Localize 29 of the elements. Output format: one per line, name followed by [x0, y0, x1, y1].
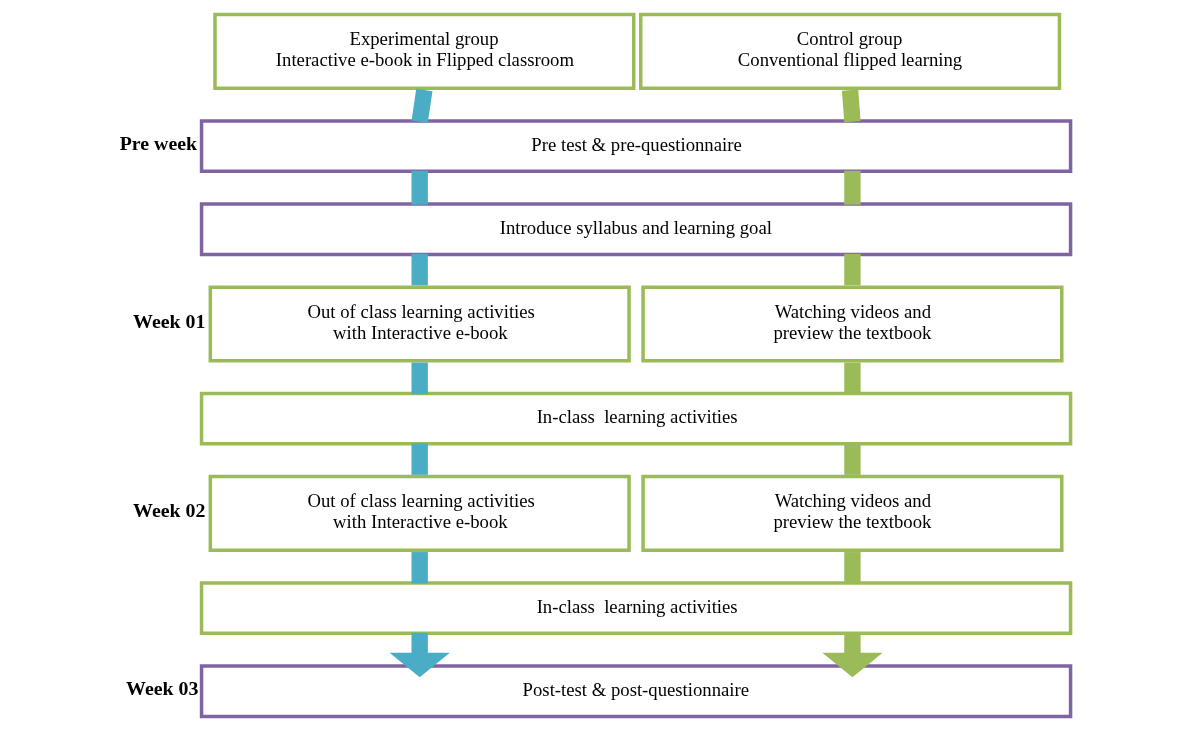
node-box: Out of class learning activities with Interactive e-book: [208, 474, 631, 553]
connector: [843, 552, 861, 584]
connector: [843, 253, 861, 286]
node-box: Watching videos and preview the textbook: [640, 285, 1064, 363]
label: Week 01: [132, 309, 205, 332]
connector: [843, 443, 861, 475]
node-box: Pre test & pre-questionnaire: [199, 119, 1072, 174]
node-box: Control group Conventional flipped learning: [638, 12, 1061, 91]
connector: [411, 170, 428, 205]
node-box: In-class learning activities: [199, 581, 1072, 636]
node-box: Out of class learning activities with Interactive e-book: [208, 285, 631, 363]
node-box: Introduce syllabus and learning goal: [199, 202, 1072, 257]
node-box: Watching videos and preview the textbook: [640, 474, 1064, 553]
node-box: In-class learning activities: [199, 391, 1072, 446]
arrow: [389, 632, 450, 678]
connector: [411, 362, 428, 395]
label: Week 03: [125, 676, 198, 699]
connector: [411, 253, 428, 286]
node-box: Experimental group Interactive e-book in Flipped classroom: [212, 12, 635, 91]
label: Pre week: [119, 131, 197, 154]
connector: [841, 89, 861, 123]
connector: [843, 170, 861, 205]
arrow: [821, 632, 883, 678]
connector: [843, 362, 861, 395]
connector: [411, 443, 428, 475]
label: Week 02: [132, 499, 205, 522]
node-box: Post-test & post-questionnaire: [199, 664, 1072, 719]
connector: [411, 552, 428, 584]
connector: [411, 88, 432, 123]
